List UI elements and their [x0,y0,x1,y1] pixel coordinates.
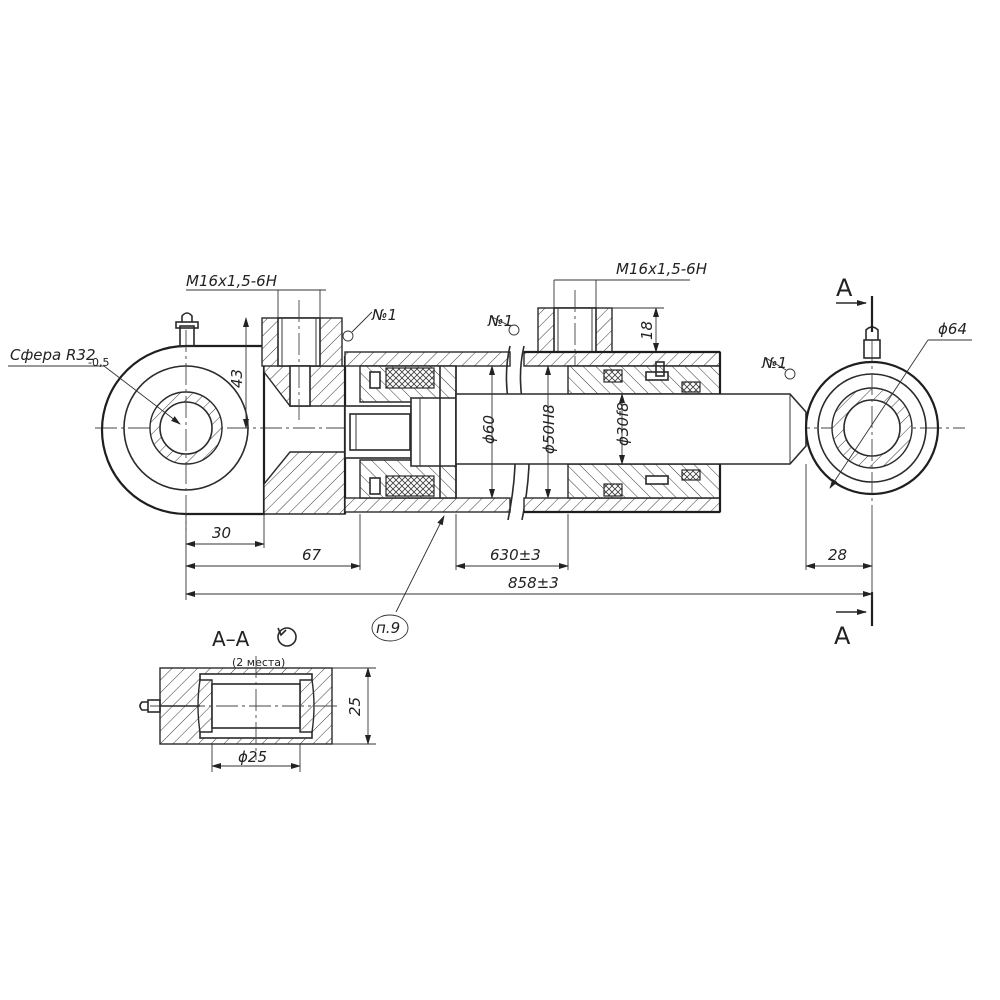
sphere-tolerance: -0,5 [88,356,109,369]
barrel-right [523,290,722,514]
dim-67: 67 [302,546,322,564]
dimensions: M16x1,5-6H M16x1,5-6H 18 43 Сфера R32 -0… [8,260,972,642]
section-mark-bottom-label: A [834,622,851,650]
section-dim-25: 25 [346,697,364,716]
right-eye [804,326,940,520]
dia-bore-label: ϕ50H8 [540,404,558,454]
dim-28: 28 [828,546,847,564]
thread-left-label: M16x1,5-6H [186,272,277,290]
left-eye [100,312,266,530]
dia-eye-label: ϕ64 [938,320,967,338]
dia-piston-rod-label: ϕ30f8 [614,402,632,446]
dim-43: 43 [228,369,246,388]
sphere-label: Сфера R32 [10,346,96,364]
barrel-left [344,351,511,513]
left-head [261,300,347,515]
dia-rod-label: ϕ60 [480,415,498,444]
section-mark-top-label: A [836,274,853,302]
section-mark: A A [834,274,874,650]
section-title: A–A [212,627,250,651]
item-no-left: №1 [371,306,397,324]
section-view: A–A (2 места) 25 ϕ25 [139,627,376,772]
item-no-middle: №1 [487,312,513,330]
section-dia-25: ϕ25 [238,748,267,766]
item-no-right: №1 [761,354,787,372]
dim-858: 858±3 [508,574,559,592]
dim-18: 18 [638,321,656,340]
note-ref-label: п.9 [376,619,400,637]
piston-rod [455,393,807,465]
dim-30: 30 [212,524,231,542]
section-places: (2 места) [232,656,285,669]
thread-right-label: M16x1,5-6H [616,260,707,278]
dim-630: 630±3 [490,546,541,564]
